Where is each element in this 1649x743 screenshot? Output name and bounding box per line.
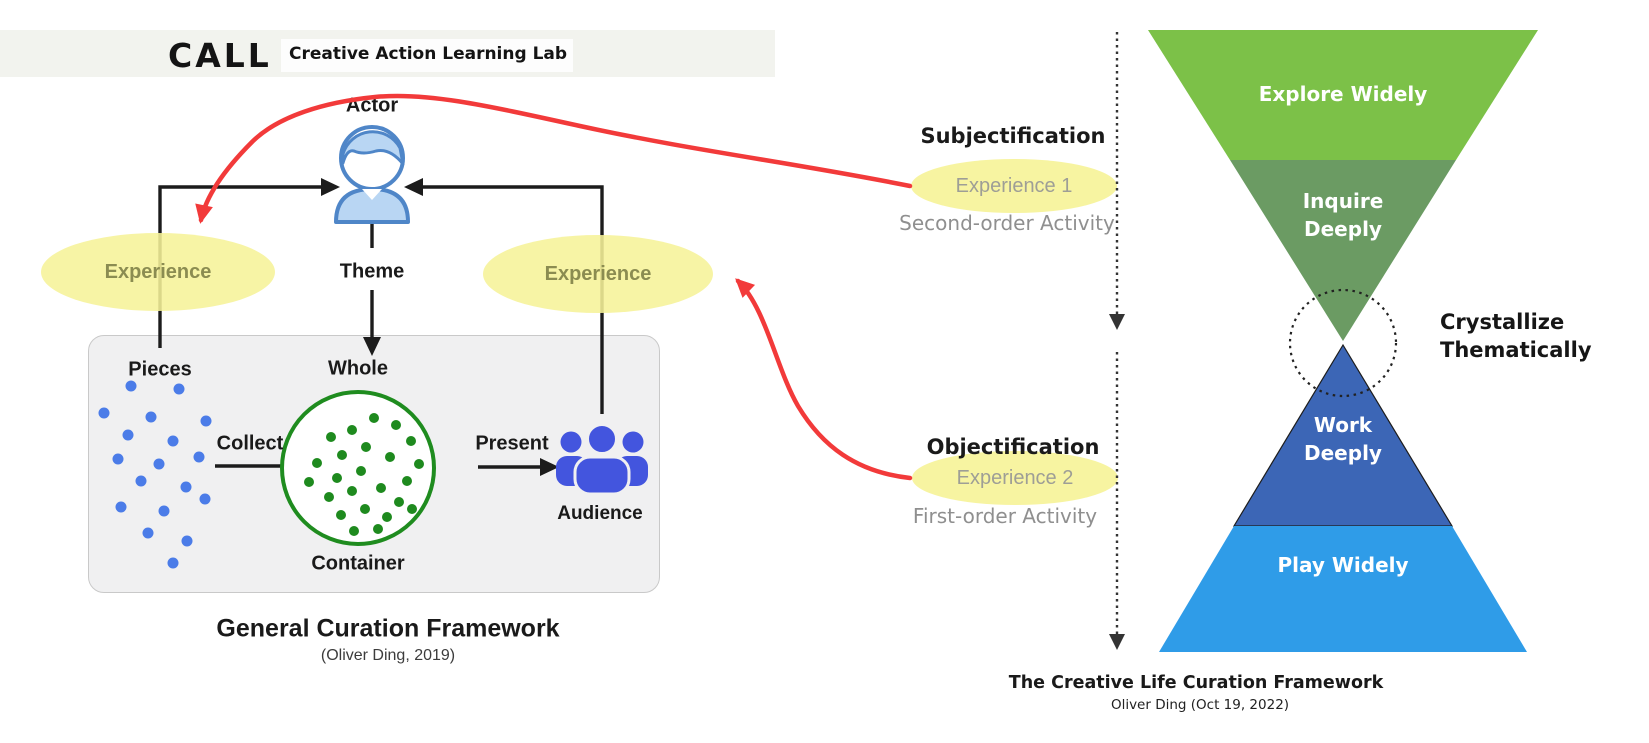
play-widely-label: Play Widely	[1277, 553, 1409, 577]
inquire-deeply-label: Inquire Deeply	[1302, 189, 1384, 241]
dotted-arrowhead-upper	[1109, 314, 1125, 330]
crystallize-dotted-circle	[1288, 288, 1398, 398]
experience-left-label: Experience	[104, 260, 212, 283]
experience-2-highlight: Experience 2	[912, 451, 1118, 505]
objectification-label: Objectification	[926, 435, 1100, 459]
right-diagram-subtitle: Oliver Ding (Oct 19, 2022)	[1110, 697, 1290, 713]
audience-label: Audience	[557, 503, 643, 524]
red-curve-to-left-experience	[195, 93, 913, 224]
experience-2-label: Experience 2	[956, 466, 1074, 489]
collect-label: Collect	[216, 432, 284, 455]
left-diagram-title: General Curation Framework	[216, 614, 560, 643]
call-logo: CALL	[168, 36, 272, 75]
brand-text-backplate	[281, 39, 573, 72]
container-label: Container	[311, 552, 405, 575]
subjectification-label: Subjectification	[920, 124, 1106, 148]
work-deeply-label: Work Deeply	[1304, 413, 1382, 465]
experience-1-label: Experience 1	[955, 174, 1073, 197]
experience-right-highlight: Experience	[483, 235, 713, 313]
left-diagram-subtitle: (Oliver Ding, 2019)	[320, 647, 456, 664]
theme-label: Theme	[339, 260, 405, 283]
second-order-activity-label: Second-order Activity	[899, 211, 1115, 235]
experience-1-highlight: Experience 1	[911, 159, 1117, 213]
left-arrowhead	[321, 178, 340, 196]
crystallize-thematically-label: Crystallize Thematically	[1440, 310, 1592, 362]
pieces-label: Pieces	[128, 358, 192, 381]
first-order-activity-label: First-order Activity	[912, 504, 1098, 528]
present-label: Present	[475, 432, 549, 455]
right-diagram-title: The Creative Life Curation Framework	[1008, 673, 1384, 693]
right-arrowhead	[404, 178, 423, 196]
experience-left-highlight: Experience	[41, 233, 275, 311]
experience-right-label: Experience	[544, 262, 652, 285]
brand-name: Creative Action Learning Lab	[289, 44, 568, 64]
actor-person-icon	[334, 125, 410, 224]
dotted-arrowhead-lower	[1109, 634, 1125, 650]
whole-label: Whole	[328, 357, 388, 380]
explore-widely-label: Explore Widely	[1258, 82, 1428, 106]
actor-label: Actor	[345, 94, 399, 117]
red-curve-to-right-experience	[735, 278, 913, 481]
play-widely-section	[1159, 526, 1527, 652]
